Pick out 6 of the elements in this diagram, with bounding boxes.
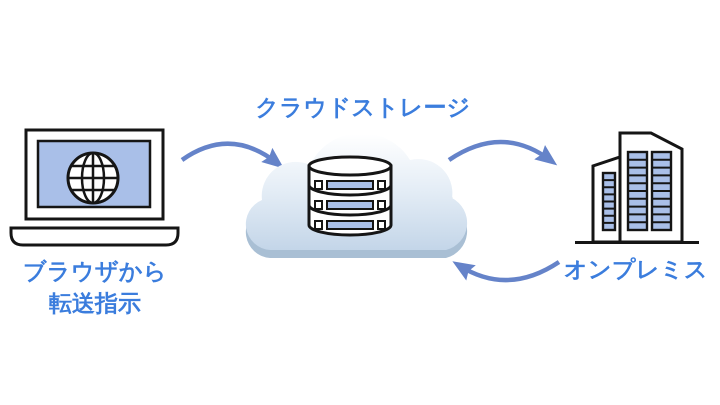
node-label: クラウドストレージ xyxy=(256,94,470,123)
arrow xyxy=(448,140,558,166)
node-label: オンプレミス xyxy=(564,256,708,285)
node-label: ブラウザから転送指示 xyxy=(22,258,168,319)
arrow xyxy=(180,142,284,168)
arrow xyxy=(452,260,560,282)
